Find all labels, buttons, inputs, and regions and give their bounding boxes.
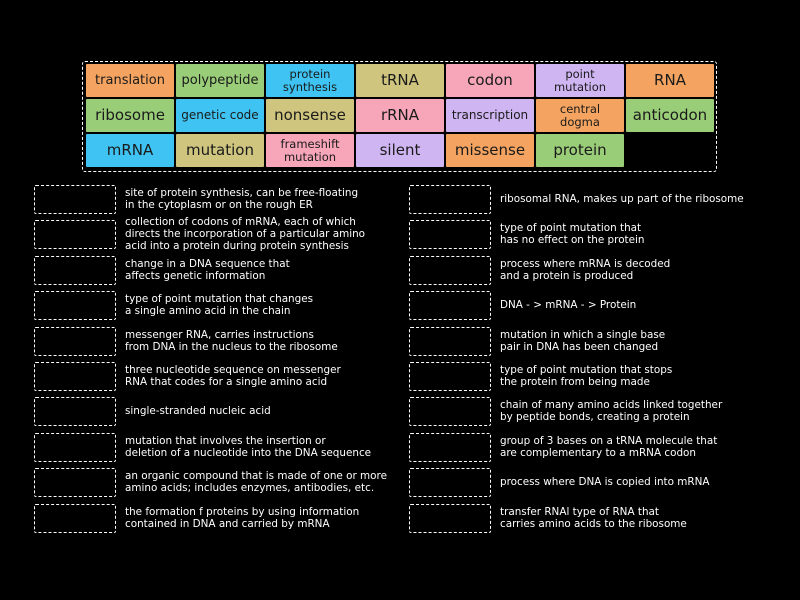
answer-drop-slot-left[interactable] [34,362,116,391]
answer-drop-slot-right[interactable] [409,185,491,214]
clue-text-left: three nucleotide sequence on messenger R… [125,364,341,388]
clue-text-right: process where DNA is copied into mRNA [500,476,710,488]
clue-text-right: DNA - > mRNA - > Protein [500,299,637,311]
answer-tile[interactable]: polypeptide [176,64,264,97]
answer-drop-slot-left[interactable] [34,256,116,285]
answer-drop-slot-left[interactable] [34,397,116,426]
answer-tile[interactable]: RNA [626,64,714,97]
answer-drop-slot-left[interactable] [34,291,116,320]
clue-text-left: the formation f proteins by using inform… [125,506,360,530]
answer-tile[interactable]: codon [446,64,534,97]
clue-text-left: mutation that involves the insertion or … [125,435,372,459]
answer-tile[interactable]: silent [356,134,444,167]
answer-drop-slot-left[interactable] [34,327,116,356]
clue-text-left: an organic compound that is made of one … [125,470,387,494]
answer-drop-slot-left[interactable] [34,433,116,462]
answer-drop-slot-right[interactable] [409,291,491,320]
clue-text-right: mutation in which a single base pair in … [500,329,666,353]
answer-tile[interactable]: genetic code [176,99,264,132]
clue-text-left: type of point mutation that changes a si… [125,293,314,317]
answer-tile[interactable]: transcription [446,99,534,132]
answer-tile-bank [82,61,717,172]
clue-text-right: type of point mutation that has no effec… [500,222,645,246]
answer-tile[interactable]: protein [536,134,624,167]
clue-text-right: type of point mutation that stops the pr… [500,364,673,388]
answer-drop-slot-right[interactable] [409,468,491,497]
answer-drop-slot-right[interactable] [409,433,491,462]
answer-drop-slot-left[interactable] [34,185,116,214]
clue-text-left: messenger RNA, carries instructions from… [125,329,338,353]
answer-drop-slot-right[interactable] [409,362,491,391]
answer-drop-slot-right[interactable] [409,327,491,356]
clue-text-left: site of protein synthesis, can be free-f… [125,187,359,211]
answer-drop-slot-right[interactable] [409,220,491,249]
answer-tile[interactable]: nonsense [266,99,354,132]
answer-drop-slot-right[interactable] [409,397,491,426]
answer-tile[interactable]: translation [86,64,174,97]
answer-tile[interactable]: anticodon [626,99,714,132]
answer-tile[interactable]: mRNA [86,134,174,167]
answer-tile[interactable]: rRNA [356,99,444,132]
clue-text-right: chain of many amino acids linked togethe… [500,399,723,423]
clue-text-right: group of 3 bases on a tRNA molecule that… [500,435,718,459]
answer-tile[interactable]: point mutation [536,64,624,97]
clue-text-left: single-stranded nucleic acid [125,405,271,417]
answer-tile[interactable]: mutation [176,134,264,167]
answer-tile[interactable]: missense [446,134,534,167]
answer-tile[interactable]: frameshift mutation [266,134,354,167]
clue-text-left: collection of codons of mRNA, each of wh… [125,216,366,252]
answer-tile[interactable]: protein synthesis [266,64,354,97]
clue-text-right: transfer RNAl type of RNA that carries a… [500,506,687,530]
answer-drop-slot-right[interactable] [409,256,491,285]
answer-drop-slot-left[interactable] [34,504,116,533]
answer-drop-slot-left[interactable] [34,468,116,497]
answer-drop-slot-left[interactable] [34,220,116,249]
clue-text-right: process where mRNA is decoded and a prot… [500,258,671,282]
answer-tile[interactable]: central dogma [536,99,624,132]
answer-tile[interactable]: ribosome [86,99,174,132]
clue-text-right: ribosomal RNA, makes up part of the ribo… [500,193,744,205]
answer-drop-slot-right[interactable] [409,504,491,533]
clue-text-left: change in a DNA sequence that affects ge… [125,258,290,282]
answer-tile[interactable]: tRNA [356,64,444,97]
